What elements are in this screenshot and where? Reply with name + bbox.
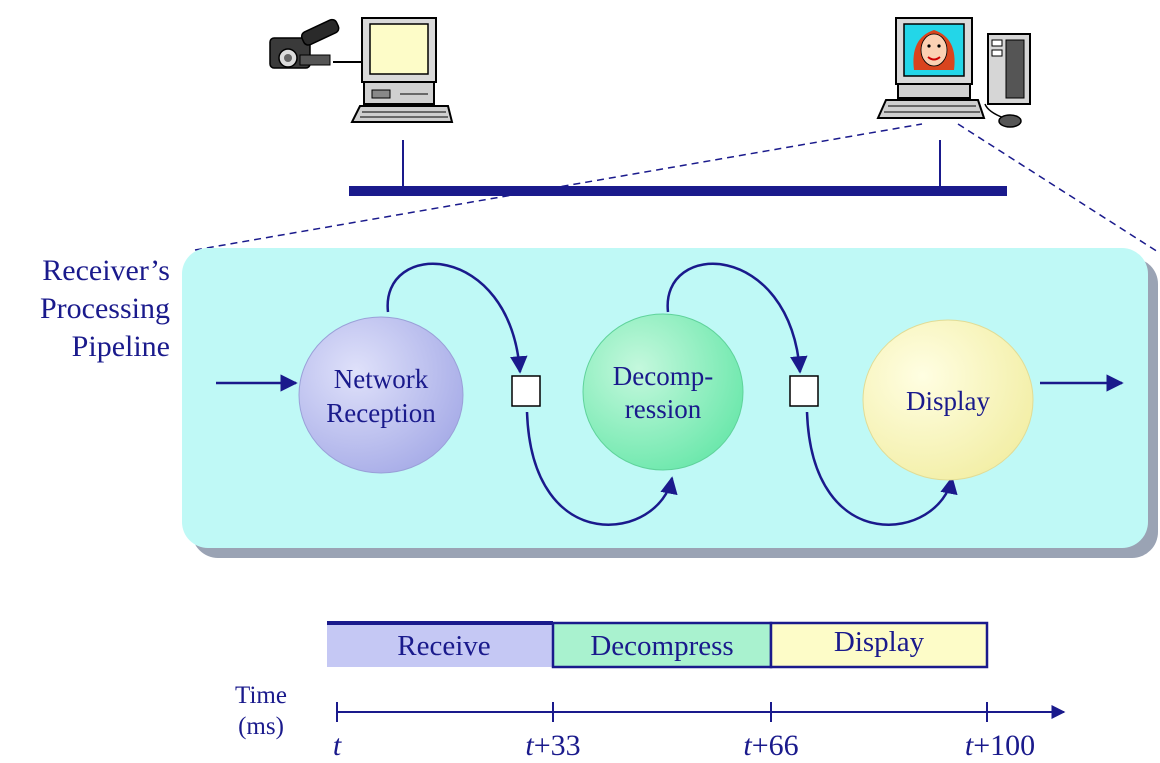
sender-computer-icon [350, 17, 454, 123]
tick-label-t33: t+33 [525, 729, 580, 762]
curve-reception-to-buffer [386, 262, 528, 374]
timeline-bar: Receive Decompress Display [327, 621, 989, 669]
zoom-line-right [957, 123, 1159, 253]
pipeline-label-line-2: Processing [40, 292, 170, 325]
timeline-segment-receive [327, 623, 553, 667]
tick-label-t100: t+100 [965, 729, 1035, 762]
receiver-station [876, 17, 1031, 187]
tick-label-t66: t+66 [743, 729, 798, 762]
curve-buffer-to-display [805, 411, 958, 526]
timeline-segment-display [769, 621, 989, 669]
stage-display: Display [862, 319, 1034, 481]
zoom-line-left [194, 123, 923, 251]
mouse-icon [998, 114, 1022, 128]
curve-decompression-to-buffer [666, 262, 808, 374]
pipeline-label: Receiver’s Processing Pipeline [40, 254, 170, 363]
tower-icon [987, 33, 1031, 105]
buffer-2 [789, 375, 819, 407]
stage-label-line: Decomp- [613, 361, 713, 391]
axis-label-time: Time [235, 682, 287, 709]
camcorder-icon [269, 18, 340, 69]
stage-label-line: Display [906, 386, 990, 416]
curve-buffer-to-decompression [525, 411, 678, 526]
buffer-1 [511, 375, 541, 407]
stage-label-line: ression [625, 394, 702, 424]
stage-label-line: Network [334, 364, 429, 394]
timeline-segment-decompress [551, 621, 773, 669]
stage-label-line: Reception [326, 398, 436, 428]
stage-decompression: Decomp- ression [582, 313, 744, 471]
receiver-computer-icon [876, 17, 986, 119]
timeline-label-display: Display [834, 626, 925, 658]
stage-network-reception: Network Reception [298, 316, 464, 474]
timeline-label-decompress: Decompress [590, 630, 733, 662]
sender-station [269, 17, 454, 187]
pipeline-label-line-3: Pipeline [72, 330, 170, 363]
timeline-label-receive: Receive [397, 630, 490, 662]
tick-label-t: t [333, 729, 342, 762]
axis-label-unit: (ms) [238, 713, 284, 740]
network-bus [349, 186, 1007, 196]
pipeline-label-line-1: Receiver’s [42, 254, 170, 287]
face-on-screen-icon [913, 30, 955, 70]
time-axis: Time (ms) t t+33 t+66 t+100 [235, 682, 1066, 762]
